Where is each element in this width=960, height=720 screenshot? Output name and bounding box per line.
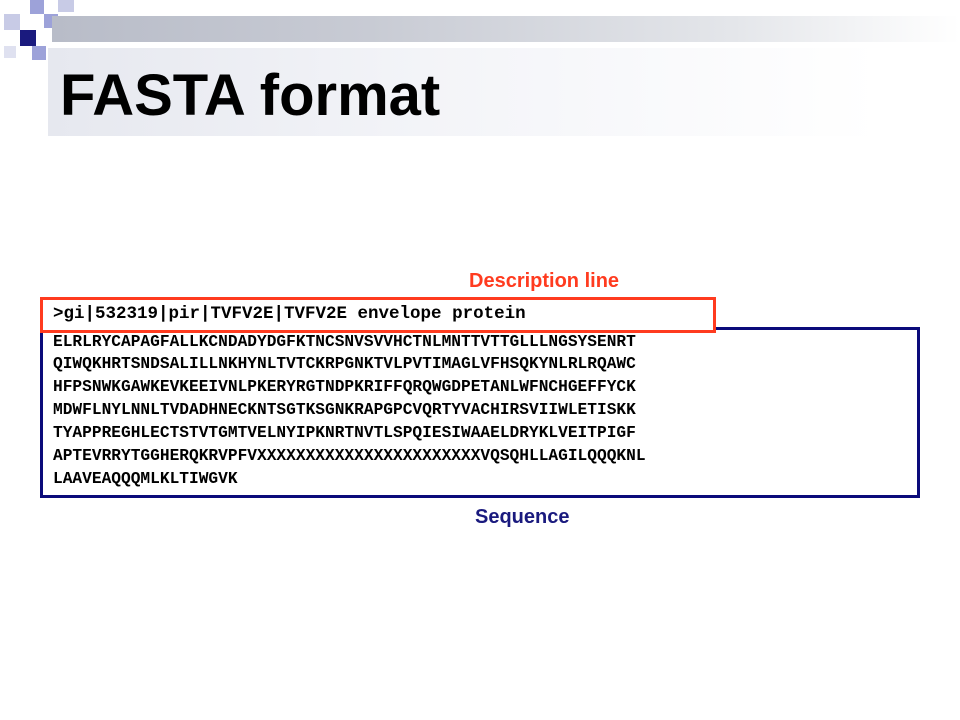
sequence-line: ELRLRYCAPAGFALLKCNDADYDGFKTNCSNVSVVHCTNL…: [53, 334, 636, 351]
header-band: [52, 16, 960, 42]
description-line-box: >gi|532319|pir|TVFV2E|TVFV2E envelope pr…: [40, 297, 716, 333]
sequence-line: HFPSNWKGAWKEVKEEIVNLPKERYRGTNDPKRIFFQRQW…: [53, 378, 636, 396]
description-line-text: >gi|532319|pir|TVFV2E|TVFV2E envelope pr…: [53, 304, 526, 324]
decor-square: [20, 30, 36, 46]
sequence-line: LAAVEAQQQMLKLTIWGVK: [53, 470, 238, 488]
decor-square: [4, 46, 16, 58]
description-line-label: Description line: [469, 270, 620, 292]
title-band: [48, 48, 878, 136]
decor-square: [4, 14, 20, 30]
decor-square: [58, 0, 74, 12]
decor-square: [32, 46, 46, 60]
sequence-line: MDWFLNYLNNLTVDADHNECKNTSGTKSGNKRAPGPCVQR…: [53, 401, 636, 419]
sequence-box: ELRLRYCAPAGFALLKCNDADYDGFKTNCSNVSVVHCTNL…: [40, 327, 920, 498]
sequence-lines: ELRLRYCAPAGFALLKCNDADYDGFKTNCSNVSVVHCTNL…: [53, 334, 913, 491]
sequence-line: QIWQKHRTSNDSALILLNKHYNLTVTCKRPGNKTVLPVTI…: [53, 355, 636, 373]
sequence-line: APTEVRRYTGGHERQKRVPFVXXXXXXXXXXXXXXXXXXX…: [53, 447, 646, 465]
sequence-line: TYAPPREGHLECTSTVTGMTVELNYIPKNRTNVTLSPQIE…: [53, 424, 636, 442]
sequence-label: Sequence: [475, 506, 570, 528]
slide-title: FASTA format: [60, 63, 441, 128]
decor-square: [30, 0, 44, 14]
